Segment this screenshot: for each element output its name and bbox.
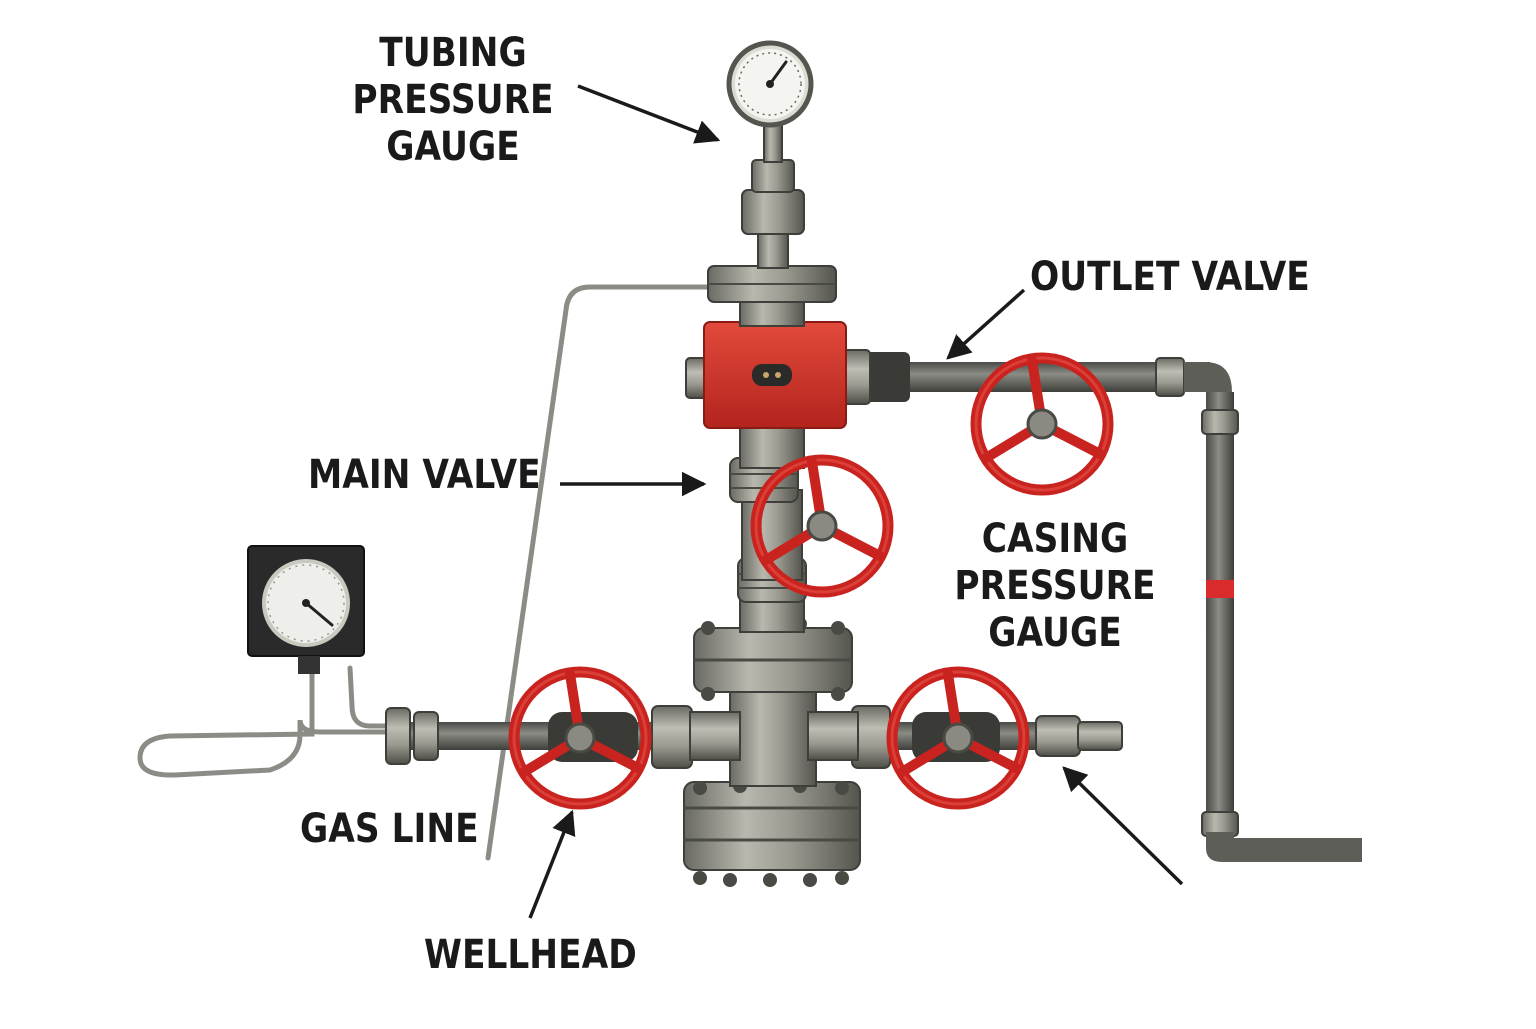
label-line: TUBING (379, 30, 527, 76)
arrow-tubing-gauge (577, 84, 721, 144)
label-line: CASING (981, 516, 1129, 562)
gas-line-pipe (385, 705, 710, 769)
pressure-gauge-icon (726, 40, 814, 128)
arrow-outlet-valve (946, 288, 1026, 360)
label-outlet-valve: OUTLET VALVE (1030, 254, 1310, 300)
gauge-box-icon (247, 545, 365, 674)
label-line: GAUGE (988, 610, 1122, 656)
label-casing-pressure-gauge: CASING PRESSURE GAUGE (948, 516, 1163, 657)
label-line: GAUGE (386, 124, 520, 170)
label-main-valve: MAIN VALVE (308, 452, 541, 498)
instrument-tubing (137, 284, 715, 861)
label-wellhead: WELLHEAD (424, 932, 637, 978)
wellhead-body (683, 117, 871, 887)
label-gas-line: GAS LINE (300, 806, 479, 852)
arrow-casing-gauge (1062, 766, 1184, 886)
label-line: PRESSURE (954, 563, 1156, 609)
label-line: PRESSURE (352, 77, 554, 123)
leader-arrows (528, 84, 1184, 919)
label-tubing-pressure-gauge: TUBING PRESSURE GAUGE (346, 30, 561, 171)
arrow-wellhead (528, 809, 576, 919)
